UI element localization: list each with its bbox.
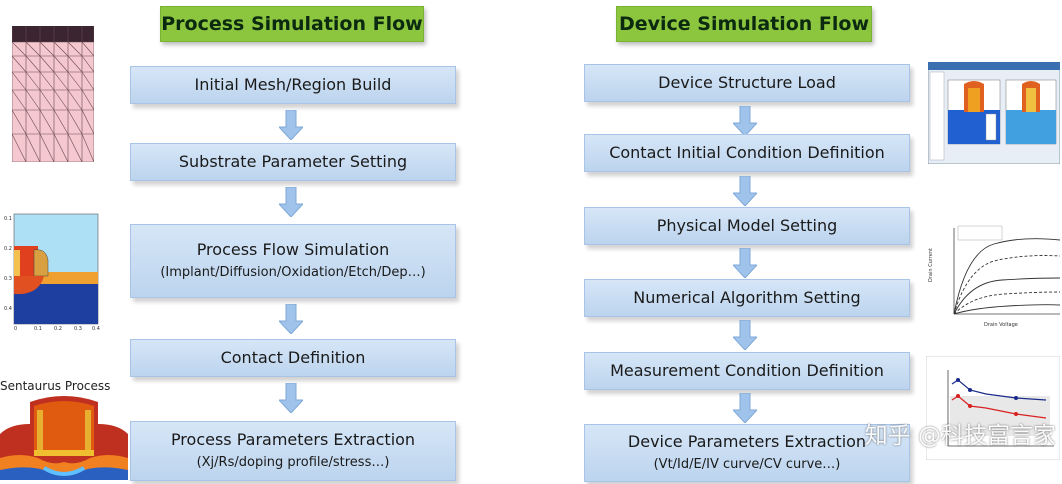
svg-text:0.3: 0.3 (4, 276, 12, 282)
device-flow-title: Device Simulation Flow (616, 6, 872, 42)
device-window-thumbnail-image (928, 62, 1060, 164)
process-step-substrate: Substrate Parameter Setting (130, 143, 456, 181)
device-step-numerical: Numerical Algorithm Setting (584, 279, 910, 317)
sentaurus-structure-image (0, 394, 128, 480)
mesh-thumbnail-image (12, 26, 94, 162)
process-step-label: Substrate Parameter Setting (178, 152, 408, 171)
rolloff-thumbnail-image (926, 356, 1060, 460)
process-step-sub: (Xj/Rs/doping profile/stress…) (196, 455, 390, 470)
down-arrow-icon (279, 187, 303, 217)
process-step-contact: Contact Definition (130, 339, 456, 377)
process-step-mesh-build: Initial Mesh/Region Build (130, 66, 456, 104)
structure-thumbnail-image: 0.1 0.2 0.3 0.4 0 0.1 0.2 0.3 0.4 (4, 210, 102, 332)
process-step-label: Initial Mesh/Region Build (194, 75, 392, 94)
down-arrow-icon (279, 110, 303, 140)
process-step-label: Process Parameters Extraction (170, 430, 416, 449)
device-step-structure-load: Device Structure Load (584, 64, 910, 102)
down-arrow-icon (279, 304, 303, 334)
svg-text:0: 0 (14, 326, 17, 332)
iv-curve-thumbnail-image: Drain Current Drain Voltage (924, 222, 1062, 332)
device-step-label: Device Parameters Extraction (627, 432, 867, 451)
svg-text:Drain Current: Drain Current (928, 248, 934, 282)
device-step-physical-model: Physical Model Setting (584, 207, 910, 245)
down-arrow-icon (733, 176, 757, 206)
svg-text:0.2: 0.2 (4, 246, 12, 252)
svg-text:0.1: 0.1 (34, 326, 42, 332)
down-arrow-icon (279, 383, 303, 413)
down-arrow-icon (733, 393, 757, 423)
down-arrow-icon (733, 106, 757, 136)
watermark-text: 知乎 @科技富言家 (864, 423, 1056, 449)
device-step-label: Numerical Algorithm Setting (633, 288, 861, 307)
svg-text:0.4: 0.4 (4, 306, 12, 312)
device-step-label: Device Structure Load (658, 73, 836, 92)
down-arrow-icon (733, 248, 757, 278)
device-step-extraction: Device Parameters Extraction (Vt/Id/E/IV… (584, 424, 910, 482)
device-step-label: Contact Initial Condition Definition (609, 143, 885, 162)
device-step-sub: (Vt/Id/E/IV curve/CV curve…) (653, 457, 841, 472)
device-step-contact-init: Contact Initial Condition Definition (584, 134, 910, 172)
svg-text:0.3: 0.3 (74, 326, 82, 332)
process-flow-title: Process Simulation Flow (160, 6, 424, 42)
down-arrow-icon (733, 320, 757, 350)
svg-text:0.2: 0.2 (54, 326, 62, 332)
process-step-flow-simulation: Process Flow Simulation (Implant/Diffusi… (130, 224, 456, 298)
process-step-sub: (Implant/Diffusion/Oxidation/Etch/Dep…) (160, 265, 426, 280)
process-step-label: Contact Definition (220, 348, 366, 367)
sentaurus-process-caption: Sentaurus Process (0, 379, 111, 393)
svg-text:0.4: 0.4 (92, 326, 100, 332)
svg-text:Drain Voltage: Drain Voltage (984, 322, 1018, 328)
device-step-label: Physical Model Setting (656, 216, 838, 235)
process-step-label: Process Flow Simulation (196, 240, 390, 259)
process-step-extraction: Process Parameters Extraction (Xj/Rs/dop… (130, 421, 456, 481)
device-step-measurement: Measurement Condition Definition (584, 352, 910, 390)
device-step-label: Measurement Condition Definition (610, 361, 884, 380)
svg-text:0.1: 0.1 (4, 216, 12, 222)
